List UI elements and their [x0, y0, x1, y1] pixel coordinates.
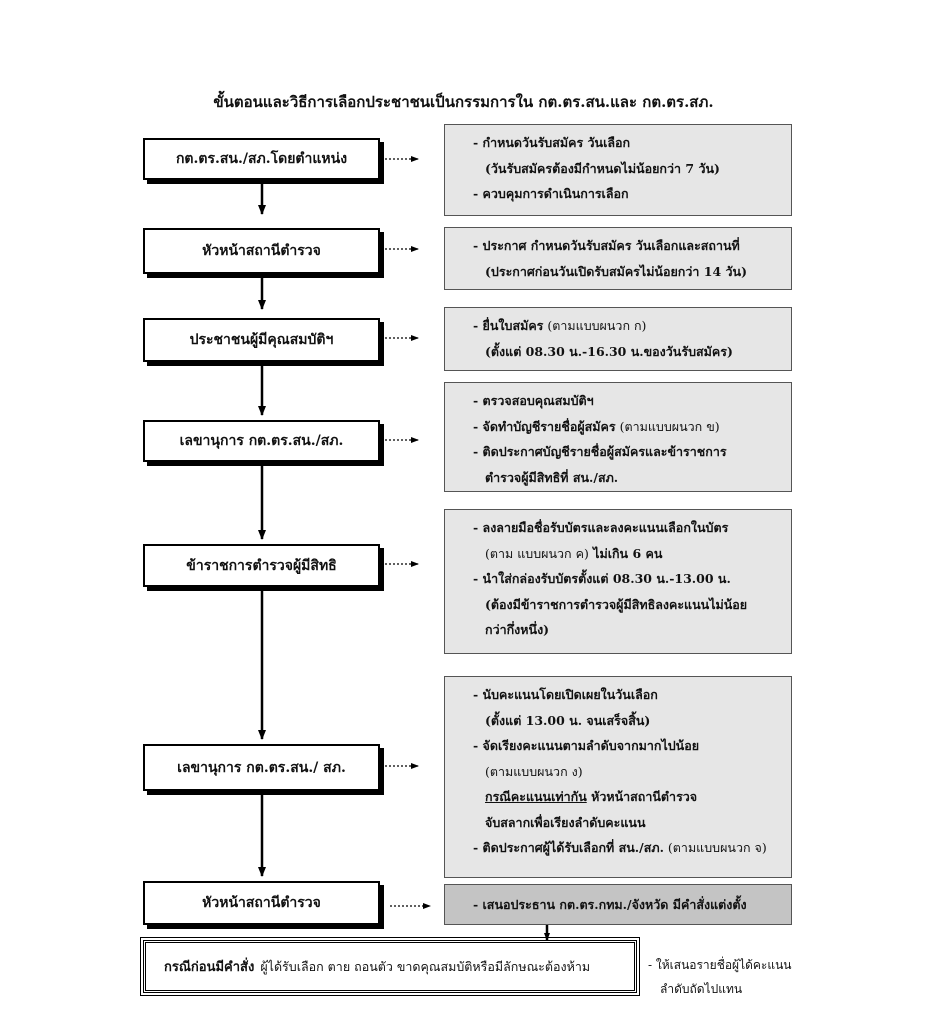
note-line: - กำหนดวันรับสมัคร วันเลือก	[473, 135, 631, 150]
step-label: ข้าราชการตำรวจผู้มีสิทธิ	[186, 557, 337, 574]
page-title: ขั้นตอนและวิธีการเลือกประชาชนเป็นกรรมการ…	[213, 93, 714, 111]
step-label: เลขานุการ กต.ตร.สน./สภ.	[179, 433, 344, 449]
note-line: - ติดประกาศผู้ได้รับเลือกที่ สน./สภ.	[473, 840, 664, 855]
step-box: หัวหน้าสถานีตำรวจ	[143, 881, 380, 925]
final-case-text: ผู้ได้รับเลือก ตาย ถอนตัว ขาดคุณสมบัติหร…	[260, 958, 591, 974]
note-box: - ประกาศ กำหนดวันรับสมัคร วันเลือกและสถา…	[444, 227, 792, 290]
step-label: เลขานุการ กต.ตร.สน./ สภ.	[177, 759, 346, 776]
note-line: (ตามแบบผนวก จ)	[663, 840, 767, 855]
step-box: ข้าราชการตำรวจผู้มีสิทธิ	[143, 544, 380, 587]
final-case-label: กรณีก่อนมีคำสั่ง	[164, 960, 255, 975]
note-line: (ต้องมีข้าราชการตำรวจผู้มีสิทธิลงคะแนนไม…	[485, 596, 748, 612]
note-line: (ตามแบบผนวก ง)	[485, 763, 583, 779]
side-note: - ให้เสนอรายชื่อผู้ได้คะแนน ลำดับถัดไปแท…	[648, 953, 792, 1001]
note-box: - ตรวจสอบคุณสมบัติฯ - จัดทำบัญชีรายชื่อผ…	[444, 382, 792, 492]
note-line: (ตาม แบบผนวก ค)	[485, 545, 589, 561]
side-note-line: - ให้เสนอรายชื่อผู้ได้คะแนน	[648, 958, 792, 972]
note-box: - นับคะแนนโดยเปิดเผยในวันเลือก (ตั้งแต่ …	[444, 676, 792, 878]
note-line: - ตรวจสอบคุณสมบัติฯ	[473, 393, 594, 408]
note-line: (ประกาศก่อนวันเปิดรับสมัครไม่น้อยกว่า 14…	[485, 263, 747, 279]
note-line: - เสนอประธาน กต.ตร.กทม./จังหวัด มีคำสั่ง…	[473, 897, 747, 913]
note-line: - ติดประกาศบัญชีรายชื่อผู้สมัครและข้าราช…	[473, 444, 727, 459]
note-line: - ยื่นใบสมัคร	[473, 318, 544, 333]
note-line: - ควบคุมการดำเนินการเลือก	[473, 186, 629, 201]
step-box: หัวหน้าสถานีตำรวจ	[143, 228, 380, 274]
note-line: - ลงลายมือชื่อรับบัตรและลงคะแนนเลือกในบั…	[473, 520, 729, 535]
note-box: - เสนอประธาน กต.ตร.กทม./จังหวัด มีคำสั่ง…	[444, 884, 792, 925]
note-line: (วันรับสมัครต้องมีกำหนดไม่น้อยกว่า 7 วัน…	[485, 160, 720, 176]
step-box: ประชาชนผู้มีคุณสมบัติฯ	[143, 318, 380, 362]
step-box: เลขานุการ กต.ตร.สน./สภ.	[143, 420, 380, 462]
note-line: (ตามแบบผนวก ก)	[543, 318, 647, 333]
note-line: (ตั้งแต่ 08.30 น.-16.30 น.ของวันรับสมัคร…	[485, 343, 733, 359]
note-line: กว่ากึ่งหนึ่ง)	[485, 622, 550, 637]
step-label: กต.ตร.สน./สภ.โดยตำแหน่ง	[175, 151, 348, 167]
note-box: - ยื่นใบสมัคร (ตามแบบผนวก ก) (ตั้งแต่ 08…	[444, 307, 792, 371]
note-line: - จัดเรียงคะแนนตามลำดับจากมากไปน้อย	[473, 738, 700, 753]
step-label: หัวหน้าสถานีตำรวจ	[202, 243, 321, 259]
final-case-box: กรณีก่อนมีคำสั่ง ผู้ได้รับเลือก ตาย ถอนต…	[140, 937, 640, 996]
side-note-line: ลำดับถัดไปแทน	[660, 982, 743, 996]
note-box: - ลงลายมือชื่อรับบัตรและลงคะแนนเลือกในบั…	[444, 509, 792, 654]
note-line: - นำใส่กล่องรับบัตรตั้งแต่ 08.30 น.-13.0…	[473, 571, 731, 586]
note-line: - นับคะแนนโดยเปิดเผยในวันเลือก	[473, 687, 658, 702]
note-line: ไม่เกิน 6 คน	[588, 545, 663, 561]
note-line: (ตามแบบผนวก ข)	[615, 418, 720, 434]
note-line: ตำรวจผู้มีสิทธิที่ สน./สภ.	[485, 469, 619, 485]
note-line: หัวหน้าสถานีตำรวจ	[586, 789, 698, 804]
note-line: จับสลากเพื่อเรียงลำดับคะแนน	[485, 814, 646, 830]
step-label: หัวหน้าสถานีตำรวจ	[202, 895, 321, 911]
step-box: เลขานุการ กต.ตร.สน./ สภ.	[143, 744, 380, 791]
note-box: - กำหนดวันรับสมัคร วันเลือก (วันรับสมัคร…	[444, 124, 792, 216]
note-line: กรณีคะแนนเท่ากัน	[485, 789, 587, 804]
note-line: - จัดทำบัญชีรายชื่อผู้สมัคร	[473, 418, 616, 434]
step-box: กต.ตร.สน./สภ.โดยตำแหน่ง	[143, 138, 380, 180]
note-line: - ประกาศ กำหนดวันรับสมัคร วันเลือกและสถา…	[473, 238, 740, 253]
note-line: (ตั้งแต่ 13.00 น. จนเสร็จสิ้น)	[485, 712, 651, 728]
step-label: ประชาชนผู้มีคุณสมบัติฯ	[189, 332, 334, 348]
